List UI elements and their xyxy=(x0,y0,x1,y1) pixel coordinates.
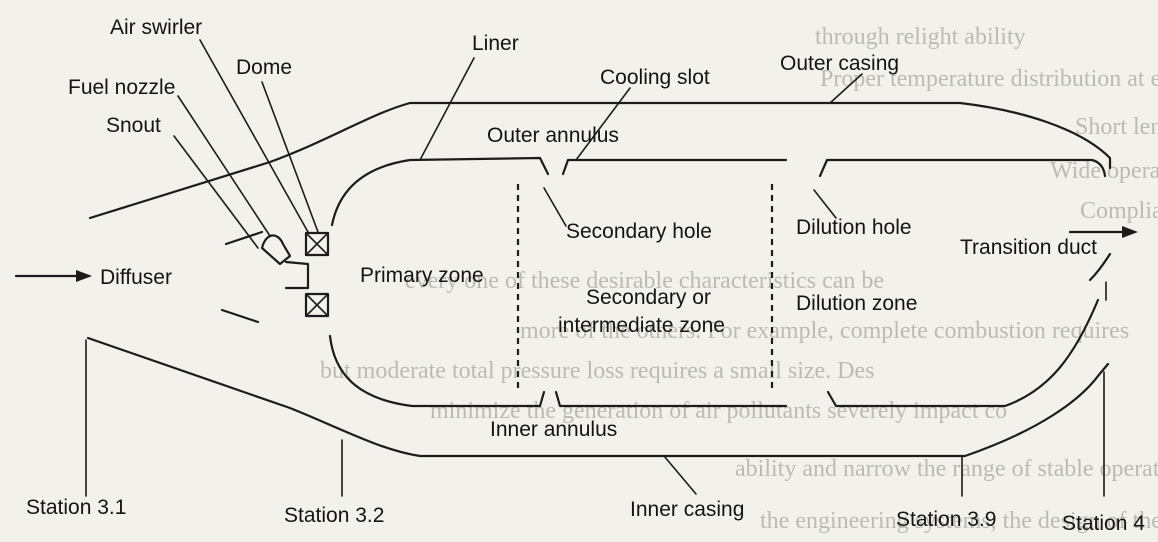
liner-outer-wall-front xyxy=(330,156,550,227)
bg-line-2: Proper temperature distribution at exit … xyxy=(820,66,1158,92)
label-snout: Snout xyxy=(106,114,161,137)
inner-casing-wall xyxy=(86,336,1110,458)
transition-duct-outer-wall xyxy=(1088,252,1112,282)
liner-outer-wall-rear xyxy=(818,158,1107,178)
dome-leader xyxy=(261,81,319,233)
label-station-4: Station 4 xyxy=(1062,512,1145,535)
swirler-lower-box xyxy=(304,292,330,318)
bg-line-9: minimize the generation of air pollutant… xyxy=(430,398,1007,424)
label-secondary-hole: Secondary hole xyxy=(566,220,712,243)
outer-casing-wall xyxy=(88,101,1112,220)
label-station-3-1: Station 3.1 xyxy=(26,496,126,519)
bg-line-3: Short length and small cross section xyxy=(1075,114,1158,140)
inner-casing-leader xyxy=(663,455,697,495)
liner-inner-wall-rear xyxy=(826,298,1100,408)
label-station-3-2: Station 3.2 xyxy=(284,504,384,527)
label-liner: Liner xyxy=(472,32,519,55)
inlet-arrowhead xyxy=(76,270,92,282)
bg-line-10: ability and narrow the range of stable o… xyxy=(735,456,1158,482)
label-outer-casing: Outer casing xyxy=(780,52,899,75)
label-dilution-zone: Dilution zone xyxy=(796,292,917,315)
swirler-upper-box xyxy=(304,231,330,257)
bg-line-1: through relight ability xyxy=(815,24,1026,50)
label-inner-casing: Inner casing xyxy=(630,498,744,521)
liner-leader xyxy=(419,57,475,161)
bg-line-7: more of the others. For example, complet… xyxy=(520,318,1129,344)
label-transition-duct: Transition duct xyxy=(960,236,1097,259)
snout-line xyxy=(284,260,310,290)
label-inner-annulus: Inner annulus xyxy=(490,418,617,441)
diffuser-upper-lip xyxy=(224,230,264,246)
label-fuel-nozzle: Fuel nozzle xyxy=(68,76,175,99)
snout-leader xyxy=(173,135,259,249)
label-station-3-9: Station 3.9 xyxy=(896,508,996,531)
label-secondary-zone-line1: Secondary or xyxy=(586,286,711,309)
swirler-lower-cross-b xyxy=(305,293,329,317)
diffuser-lower-lip xyxy=(220,308,260,324)
liner-outer-wall-mid xyxy=(561,158,788,176)
outer-casing-leader xyxy=(829,73,863,104)
label-cooling-slot: Cooling slot xyxy=(600,66,710,89)
air-swirler-leader xyxy=(199,39,309,233)
label-diffuser: Diffuser xyxy=(100,266,172,289)
secondary-hole-leader xyxy=(543,187,567,227)
background-page-text: through relight ability Proper temperatu… xyxy=(320,24,1158,534)
dilution-hole-leader xyxy=(813,189,837,219)
swirler-upper-cross-b xyxy=(305,232,329,256)
liner-inner-wall-mid xyxy=(554,390,788,408)
bg-line-11: the engineering systems, the design of t… xyxy=(760,508,1158,534)
label-primary-zone: Primary zone xyxy=(360,264,484,287)
bg-line-8: but moderate total pressure loss require… xyxy=(320,358,875,384)
fuel-nozzle-shape xyxy=(260,234,292,266)
bg-line-6: every one of these desirable characteris… xyxy=(405,268,884,294)
label-secondary-zone-line2: intermediate zone xyxy=(558,314,725,337)
label-outer-annulus: Outer annulus xyxy=(487,124,619,147)
label-dome: Dome xyxy=(236,56,292,79)
cooling-slot-leader xyxy=(575,87,631,161)
liner-inner-wall-front xyxy=(328,334,546,408)
exit-arrowhead xyxy=(1122,226,1138,238)
fuel-nozzle-leader xyxy=(177,95,271,237)
label-dilution-hole: Dilution hole xyxy=(796,216,912,239)
bg-line-5: Compliance with established environmenta… xyxy=(1080,198,1158,224)
label-air-swirler: Air swirler xyxy=(110,16,202,39)
